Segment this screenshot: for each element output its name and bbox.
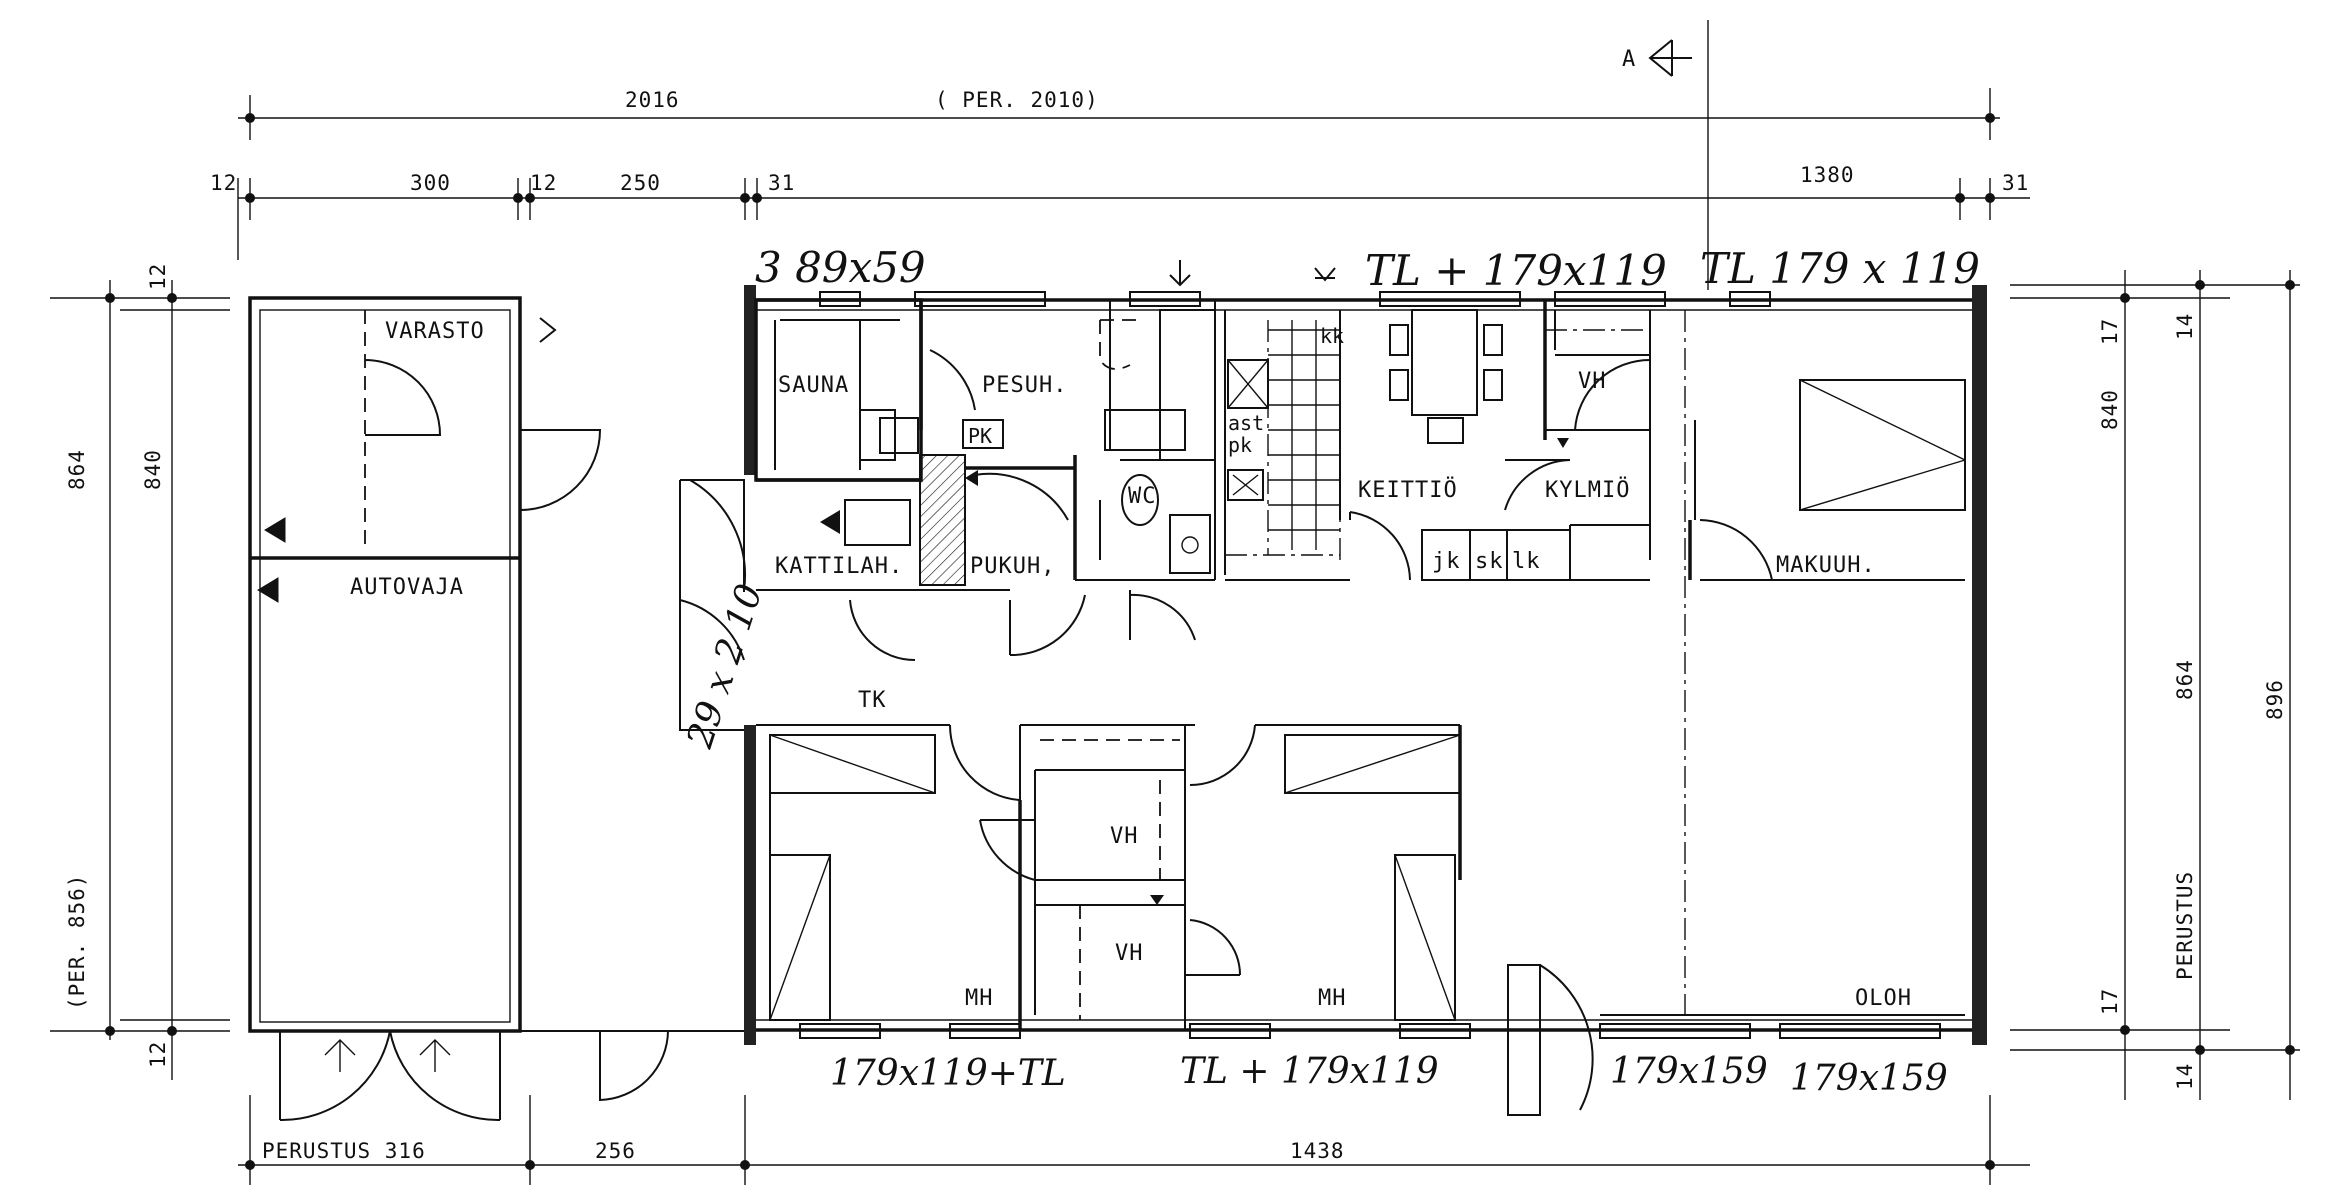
room-vh-top: VH	[1578, 369, 1607, 394]
window-note-bottom-1: 179x119+TL	[830, 1053, 1066, 1094]
label-pk-kitchen: pk	[1228, 433, 1252, 457]
dim-left-840: 840	[141, 449, 165, 490]
window-marks	[799, 260, 1941, 1039]
dim-left-12-top: 12	[146, 263, 170, 290]
room-vh-mid: VH	[1110, 824, 1139, 849]
left-dimensions: 864 840 12 12 (PER. 856)	[50, 263, 230, 1080]
kattilah-room: KATTILAH.	[756, 470, 1086, 662]
dim-right-14-bot: 14	[2173, 1063, 2197, 1090]
makuuh-room: MAKUUH.	[1684, 310, 1966, 1020]
bedroom-left: MH	[769, 734, 994, 1021]
window-note-top-1: 3 89x59	[755, 243, 926, 292]
dim-bottom-256: 256	[595, 1139, 636, 1163]
dim-left-per: (PER. 856)	[65, 874, 89, 1010]
label-lk: lk	[1512, 549, 1541, 574]
room-kylmio: KYLMIÖ	[1545, 477, 1630, 503]
window-note-bottom-2: TL + 179x119	[1180, 1051, 1439, 1092]
dim-31a: 31	[768, 171, 795, 195]
label-kk: kk	[1320, 324, 1344, 348]
room-varasto: VARASTO	[385, 319, 485, 344]
dim-total-width: 2016	[625, 88, 680, 112]
bottom-dimensions: PERUSTUS 316 256 1438	[238, 1095, 2030, 1185]
dim-250: 250	[620, 171, 661, 195]
kylmio-block: VH KYLMIÖ	[1504, 300, 1651, 581]
dim-right-17-bot: 17	[2098, 988, 2122, 1015]
svg-text:A: A	[1622, 47, 1636, 72]
window-note-bottom-4: 179x159	[1790, 1058, 1948, 1099]
room-autovaja: AUTOVAJA	[350, 575, 464, 600]
room-oloh: OLOH	[1855, 986, 1912, 1011]
room-kattilah-side-pukuh: PUKUH,	[970, 554, 1055, 579]
room-mh-left: MH	[965, 986, 994, 1011]
bathroom-walls: PUKUH, WC	[919, 300, 1216, 641]
label-jk: jk	[1432, 549, 1461, 574]
tile-grid	[1267, 320, 1340, 555]
section-marker: A	[1622, 39, 1692, 77]
dim-left-12-bot: 12	[146, 1041, 170, 1068]
dim-31b: 31	[2002, 171, 2029, 195]
label-tk: TK	[858, 688, 887, 713]
window-note-top-2: TL + 179x119	[1365, 246, 1667, 295]
dim-right-perustus: PERUSTUS	[2173, 871, 2197, 980]
window-note-bottom-3: 179x159	[1610, 1051, 1768, 1092]
window-note-top-3: TL 179 x 119	[1700, 244, 1980, 293]
dim-bottom-perustus: PERUSTUS 316	[262, 1139, 426, 1163]
dim-left-864: 864	[65, 449, 89, 490]
dim-12a: 12	[210, 171, 237, 195]
dim-300: 300	[410, 171, 451, 195]
dim-12b: 12	[530, 171, 557, 195]
room-mh-right: MH	[1318, 986, 1347, 1011]
room-vh-low: VH	[1115, 941, 1144, 966]
room-pesuh: PESUH.	[982, 373, 1067, 398]
dim-total-width-per: ( PER. 2010)	[935, 88, 1099, 112]
middle-walls: TK VH VH	[756, 688, 1462, 1030]
dim-right-17-top: 17	[2098, 318, 2122, 345]
label-ast: ast	[1228, 411, 1264, 435]
label-sk: sk	[1475, 549, 1504, 574]
room-makuuh: MAKUUH.	[1776, 553, 1876, 578]
label-pk: PK	[968, 424, 992, 448]
dim-1380: 1380	[1800, 163, 1855, 187]
room-kattilah: KATTILAH.	[775, 554, 903, 579]
dim-right-840: 840	[2098, 389, 2122, 430]
right-dimensions: 17 14 840 864 896 17 14 PERUSTUS	[2010, 270, 2300, 1100]
oloh-room: OLOH	[1507, 964, 1965, 1116]
window-note-side: 29 x 2 10	[679, 579, 771, 753]
room-keittio: KEITTIÖ	[1358, 477, 1458, 503]
house-outer-walls	[679, 285, 1987, 1045]
room-sauna: SAUNA	[778, 373, 849, 398]
dim-right-14-top: 14	[2173, 313, 2197, 340]
garage-building: VARASTO AUTOVAJA	[248, 296, 602, 1122]
room-wc: WC	[1128, 484, 1157, 509]
window-notes: 3 89x59 TL + 179x119 TL 179 x 119 29 x 2…	[679, 243, 1980, 1099]
dim-right-864: 864	[2173, 659, 2197, 700]
bedroom-right: MH	[1284, 734, 1461, 1021]
kitchen: kk ast pk KEITTIÖ jk sk lk	[1214, 300, 1571, 581]
sauna-block: SAUNA PESUH. PK	[754, 298, 1067, 482]
top-dimensions: 2016 ( PER. 2010) 12 300 12 250 31 1380 …	[210, 20, 2030, 290]
dim-right-896: 896	[2263, 679, 2287, 720]
dim-bottom-1438: 1438	[1290, 1139, 1345, 1163]
